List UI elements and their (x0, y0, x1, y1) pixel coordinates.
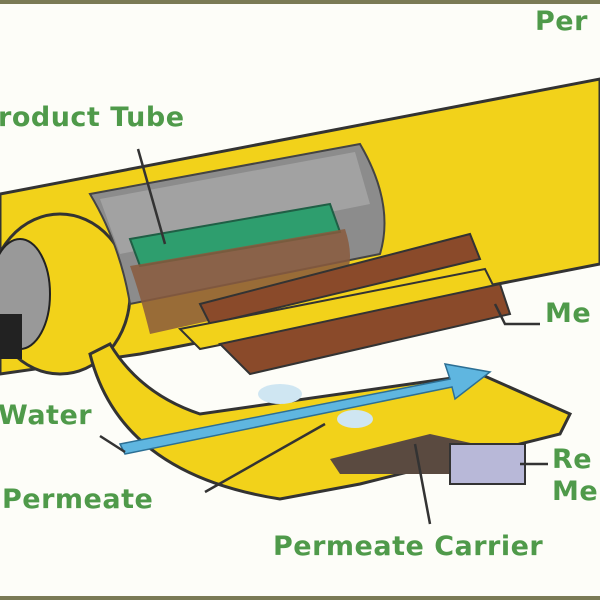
label-reject-line1: Re (552, 444, 593, 475)
label-reject-line2: Me (552, 476, 599, 507)
label-permeate: Permeate (2, 484, 154, 515)
label-membrane: Me (545, 298, 592, 329)
label-permeate-carrier: Permeate Carrier (273, 531, 544, 562)
label-feed-water: Water (0, 400, 93, 431)
label-product-tube: roduct Tube (0, 102, 185, 133)
leader-lines (99, 148, 548, 525)
tube-end-core (0, 314, 22, 359)
feed-flow-arrow (118, 363, 492, 455)
membrane-layer (198, 232, 482, 326)
diagram-illustration (0, 77, 600, 525)
reject-box (449, 443, 526, 485)
membrane-layer (217, 282, 512, 376)
label-permeate-top: Per (535, 6, 588, 37)
